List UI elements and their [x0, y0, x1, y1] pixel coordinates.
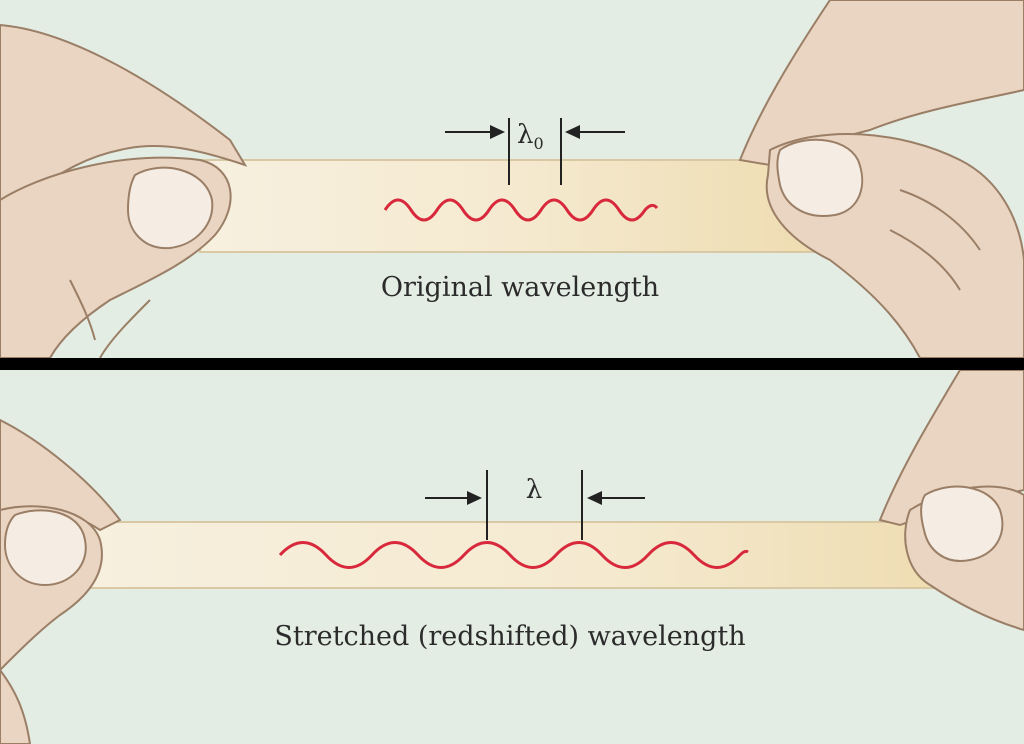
- stretched-wavelength-caption: Stretched (redshifted) wavelength: [274, 621, 745, 652]
- original-wavelength-caption: Original wavelength: [381, 272, 659, 303]
- left-hand: [0, 25, 245, 358]
- right-hand-bottom: [880, 370, 1024, 630]
- stretched-diagram: λ Stretched (redshifted) wavelength: [0, 370, 1024, 744]
- original-diagram: λ0 Original wavelength: [0, 0, 1024, 358]
- arrow-left-icon: [565, 125, 625, 139]
- panel-divider: [0, 358, 1024, 370]
- rubber-band: [200, 160, 830, 252]
- original-wavelength-panel: λ0 Original wavelength: [0, 0, 1024, 358]
- arrow-right-icon: [425, 491, 482, 505]
- wavelength-symbol-stretched: λ: [526, 475, 542, 505]
- wavelength-symbol-original: λ0: [517, 120, 544, 153]
- stretched-wavelength-panel: λ Stretched (redshifted) wavelength: [0, 370, 1024, 744]
- arrow-left-icon: [587, 491, 645, 505]
- arrow-right-icon: [445, 125, 505, 139]
- right-hand: [740, 0, 1024, 358]
